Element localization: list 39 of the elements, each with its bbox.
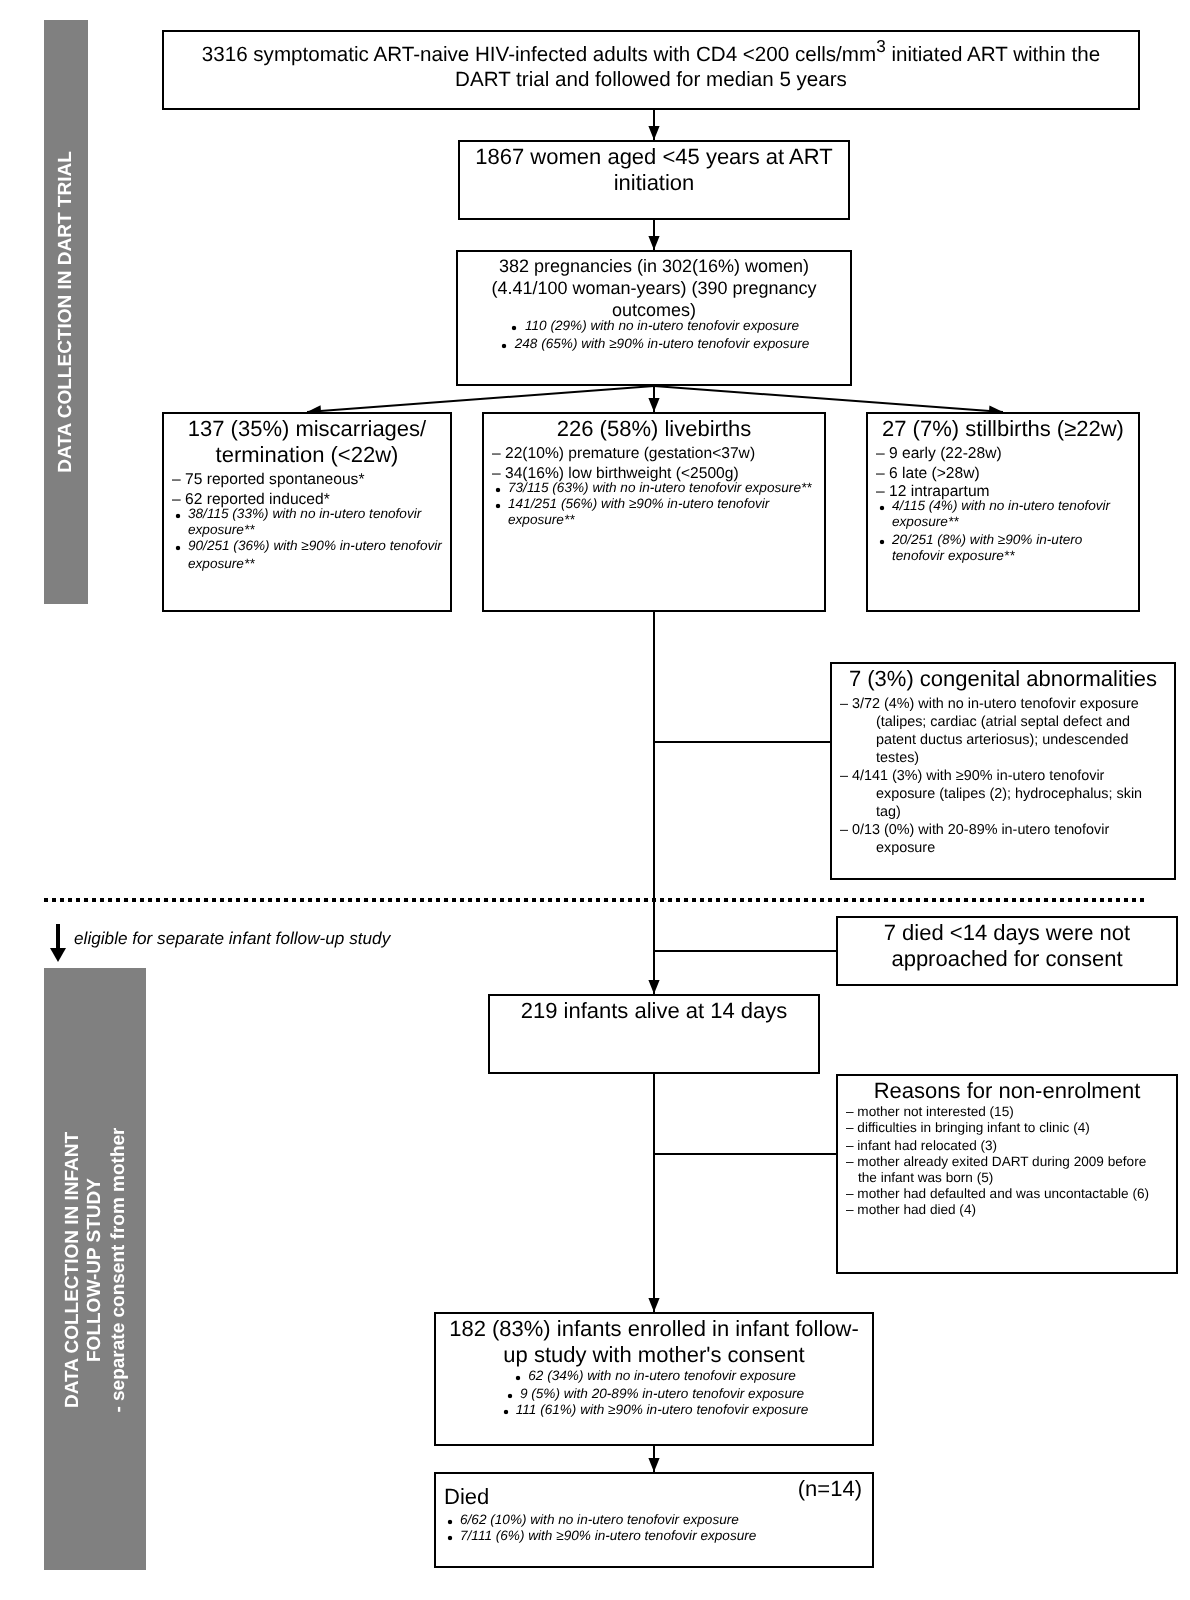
process-box [488,994,820,1074]
node-heading: 3316 symptomatic ART-naive HIV-infected adults with CD4 <200 cells/mm$^{3}$ initiated ART within the DART trial and followed for median 5 years [199,36,1103,95]
section-band [44,20,88,604]
process-box [458,140,850,220]
process-box [836,1074,1178,1274]
process-box [866,412,1140,612]
section-label: DATA COLLECTION IN DART TRIAL [54,149,78,477]
process-box [162,412,452,612]
process-box [482,412,826,612]
node-heading: 219 infants alive at 14 days [518,1000,790,1027]
process-box [830,662,1176,880]
node-heading: Died [444,1486,490,1513]
node-heading: 27 (7%) stillbirths (≥22w) [880,418,1126,445]
arrow [653,385,1004,417]
node-heading: 7 died <14 days were not approached for consent [881,922,1133,975]
node-heading: Reasons for non-enrolment [871,1080,1143,1106]
arrow [648,109,660,141]
arrow [306,385,655,417]
arrow [648,1073,660,1313]
node-heading: 7 (3%) congenital abnormalities [846,668,1160,695]
process-box [434,1312,874,1446]
arrow [648,219,660,251]
process-box [434,1472,874,1568]
count-label: (n=14) [797,1478,862,1505]
section-label: - separate consent from mother [106,1124,130,1416]
process-box [836,916,1178,986]
section-band [44,968,146,1570]
node-heading: 182 (83%) infants enrolled in infant follow-up study with mother's consent [447,1318,861,1370]
section-label: DATA COLLECTION IN INFANT FOLLOW-UP STUDY [60,1128,107,1412]
process-box [456,250,852,386]
node-heading: 382 pregnancies (in 302(16%) women) (4.41/100 woman-years) (390 pregnancy outcomes) [489,256,819,320]
process-box [162,30,1140,110]
node-heading: 1867 women aged <45 years at ART initiation [473,146,835,199]
note-text: eligible for separate infant follow-up study [74,928,391,948]
node-heading: 137 (35%) miscarriages/ termination (<22w) [185,418,429,471]
node-heading: 226 (58%) livebirths [554,418,754,445]
arrow [648,385,660,413]
connector-line [653,611,837,952]
arrow [648,1445,660,1473]
